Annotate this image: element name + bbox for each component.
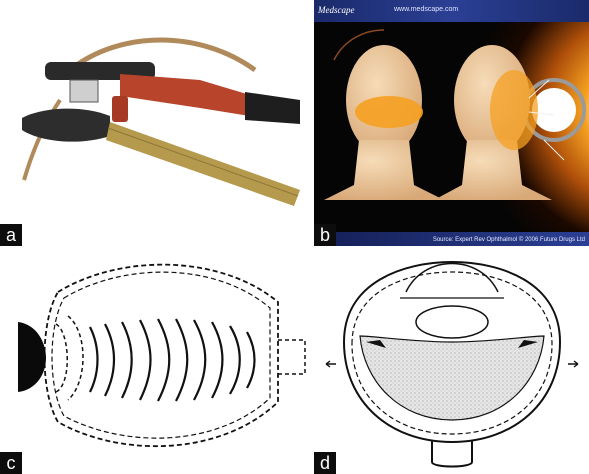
rpg-launcher-image (0, 0, 310, 246)
panel-label-a: a (0, 224, 22, 246)
cornea (56, 324, 67, 392)
arrow-right-outer (568, 361, 578, 367)
panel-b-blast-illustration: Medscape www.medscape.com Source: Expert… (314, 0, 589, 246)
optic-nerve (432, 440, 472, 467)
panel-a-weapon-photo: a (0, 0, 310, 246)
panel-c-eye-wave-diagram: c (0, 252, 310, 474)
medscape-footer-bar: Source: Expert Rev Ophthalmol © 2006 Fut… (314, 232, 589, 246)
medscape-header-bar: Medscape www.medscape.com (314, 0, 589, 22)
blast-center (532, 88, 576, 132)
rocket-warhead (22, 109, 110, 142)
launcher-sight (70, 80, 98, 102)
panel-d-eye-cross-section: d (314, 252, 589, 474)
crystalline-lens (416, 306, 488, 338)
impact-object (18, 322, 46, 392)
globe-outline (45, 265, 279, 447)
eye-cross-section-diagram (314, 252, 589, 474)
panel-label-d: d (314, 452, 336, 474)
launcher-rear-cone (245, 92, 300, 124)
lens (68, 316, 83, 400)
eye-wave-diagram (0, 252, 310, 474)
blast-heads-image (314, 0, 589, 246)
cornea (406, 264, 498, 293)
vitreous-body (360, 336, 544, 420)
arrow-left-outer (326, 361, 336, 367)
rocket-tube (106, 122, 300, 206)
medscape-logo: Medscape (318, 5, 354, 15)
panel-label-c: c (0, 452, 22, 474)
launcher-wood-grip (120, 74, 262, 118)
pistol-grip (112, 96, 128, 122)
medscape-url: www.medscape.com (394, 6, 458, 13)
pressure-waves (90, 319, 255, 401)
image-source-credit: Source: Expert Rev Ophthalmol © 2006 Fut… (433, 237, 585, 243)
panel-label-b: b (314, 224, 336, 246)
optic-nerve (278, 340, 305, 374)
